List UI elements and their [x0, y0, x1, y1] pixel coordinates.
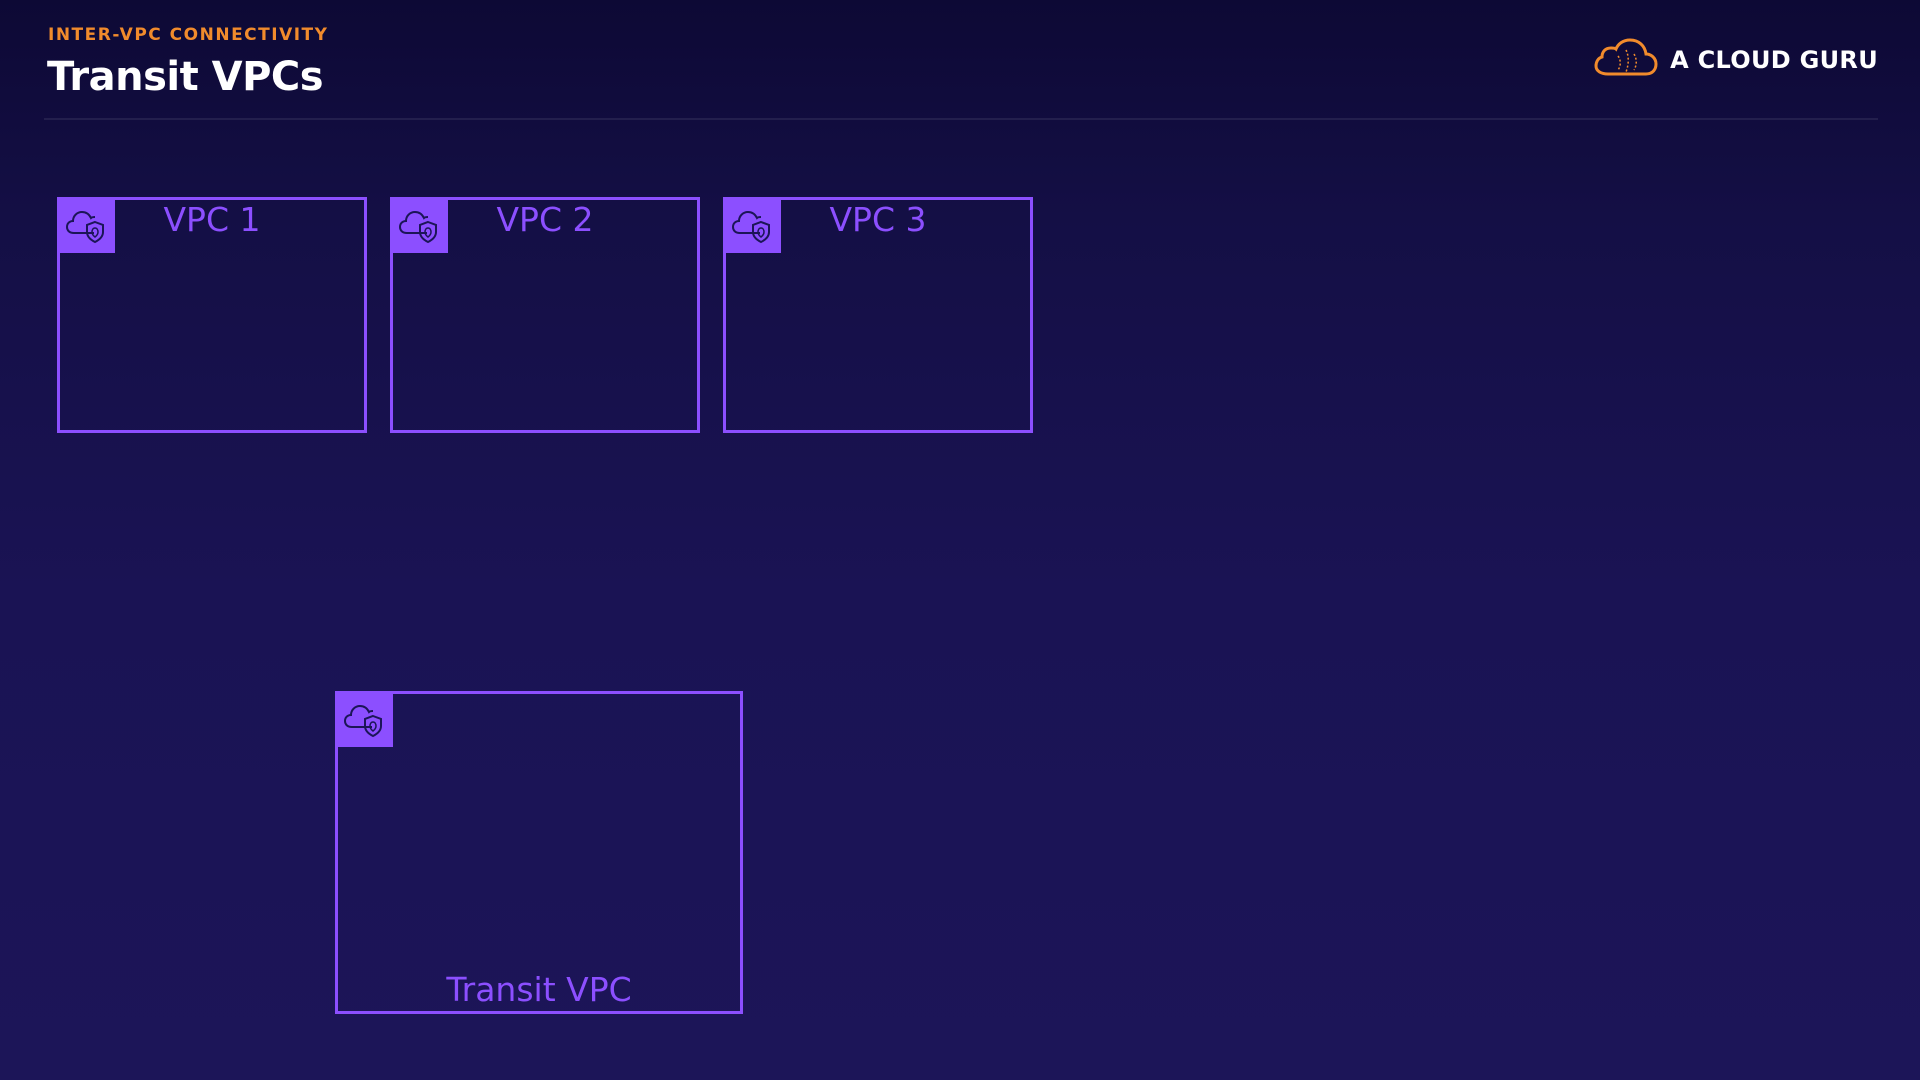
vpc-cloud-shield-icon	[723, 197, 781, 253]
vpc-cloud-shield-icon	[390, 197, 448, 253]
slide-eyebrow: INTER-VPC CONNECTIVITY	[48, 25, 329, 45]
page-title: Transit VPCs	[47, 54, 324, 100]
vpc-label: VPC 2	[496, 200, 594, 239]
cloud-logo-icon	[1594, 36, 1658, 83]
vpc-cloud-shield-icon	[335, 691, 393, 747]
brand-name: A CLOUD GURU	[1670, 45, 1878, 74]
vpc-label: VPC 1	[163, 200, 261, 239]
vpc-label: VPC 3	[829, 200, 927, 239]
transit-vpc-box: Transit VPC	[335, 691, 743, 1014]
vpc-3-box: VPC 3	[723, 197, 1033, 433]
header-divider	[44, 118, 1878, 120]
vpc-1-box: VPC 1	[57, 197, 367, 433]
brand-logo: A CLOUD GURU	[1594, 36, 1878, 83]
transit-vpc-label: Transit VPC	[446, 970, 632, 1009]
vpc-cloud-shield-icon	[57, 197, 115, 253]
vpc-2-box: VPC 2	[390, 197, 700, 433]
